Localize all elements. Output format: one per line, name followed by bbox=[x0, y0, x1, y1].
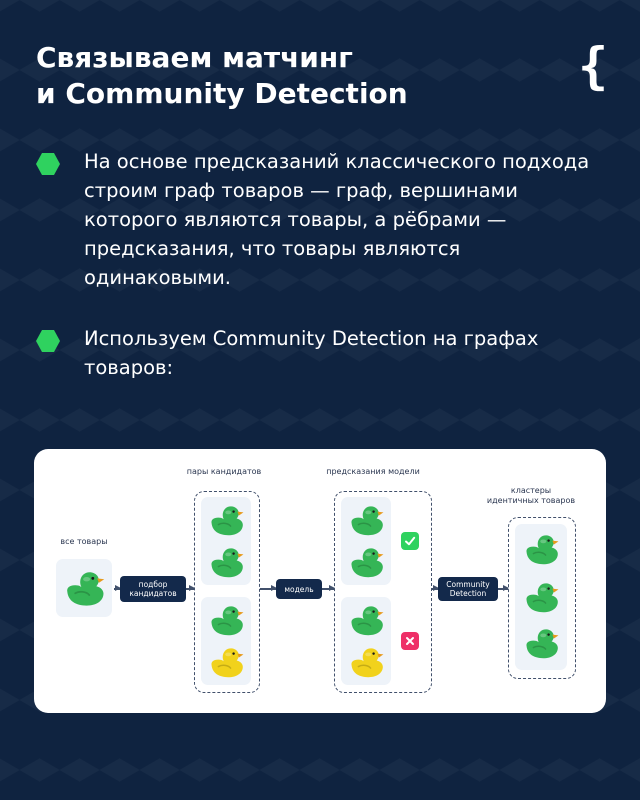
bullet-text: На основе предсказаний классического под… bbox=[84, 150, 590, 289]
duck-icon bbox=[210, 505, 245, 536]
predicted-pair-card bbox=[341, 497, 391, 585]
arrow bbox=[498, 585, 509, 591]
title-line-2: и Community Detection bbox=[36, 77, 408, 110]
candidate-pairs-group bbox=[194, 491, 260, 693]
arrow bbox=[260, 585, 277, 591]
step-model: модель bbox=[276, 579, 322, 599]
duck-icon bbox=[350, 547, 385, 578]
duck-icon bbox=[66, 571, 106, 607]
duck-icon bbox=[350, 505, 385, 536]
hexagon-bullet-icon bbox=[36, 329, 60, 353]
duck-icon bbox=[210, 647, 245, 678]
check-icon bbox=[401, 532, 419, 550]
step-community-detection: Community Detection bbox=[438, 577, 498, 601]
pipeline-diagram: все товары пары кандидатов предсказания … bbox=[34, 449, 606, 713]
label-candidate-pairs: пары кандидатов bbox=[186, 467, 262, 476]
label-identical-clusters: кластеры идентичных товаров bbox=[486, 486, 576, 505]
title-line-1: Связываем матчинг bbox=[36, 41, 353, 74]
arrow bbox=[322, 585, 335, 591]
candidate-pair-card bbox=[201, 497, 251, 585]
page-title: Связываем матчинг и Community Detection bbox=[36, 40, 408, 112]
cluster-card bbox=[515, 524, 567, 670]
bullet-graph-construction: На основе предсказаний классического под… bbox=[36, 147, 596, 292]
hexagon-bullet-icon bbox=[36, 152, 60, 176]
bullet-text: Используем Community Detection на графах… bbox=[84, 327, 539, 379]
curly-brace-icon: { bbox=[578, 37, 609, 95]
candidate-pair-card bbox=[201, 597, 251, 685]
duck-icon bbox=[350, 647, 385, 678]
step-candidate-selection: подбор кандидатов bbox=[120, 576, 186, 602]
label-model-predictions: предсказания модели bbox=[326, 467, 420, 476]
cross-icon bbox=[401, 632, 419, 650]
arrow bbox=[186, 585, 195, 591]
all-goods-card bbox=[56, 559, 112, 617]
duck-icon bbox=[210, 605, 245, 636]
duck-icon bbox=[525, 582, 560, 613]
duck-icon bbox=[525, 628, 560, 659]
predicted-pair-card bbox=[341, 597, 391, 685]
duck-icon bbox=[210, 547, 245, 578]
label-all-goods: все товары bbox=[60, 537, 108, 546]
duck-icon bbox=[350, 605, 385, 636]
arrow bbox=[114, 585, 121, 591]
identical-clusters-group bbox=[508, 517, 576, 679]
bullet-community-detection: Используем Community Detection на графах… bbox=[36, 324, 596, 382]
duck-icon bbox=[525, 534, 560, 565]
model-predictions-group bbox=[334, 491, 432, 693]
arrow bbox=[432, 585, 439, 591]
